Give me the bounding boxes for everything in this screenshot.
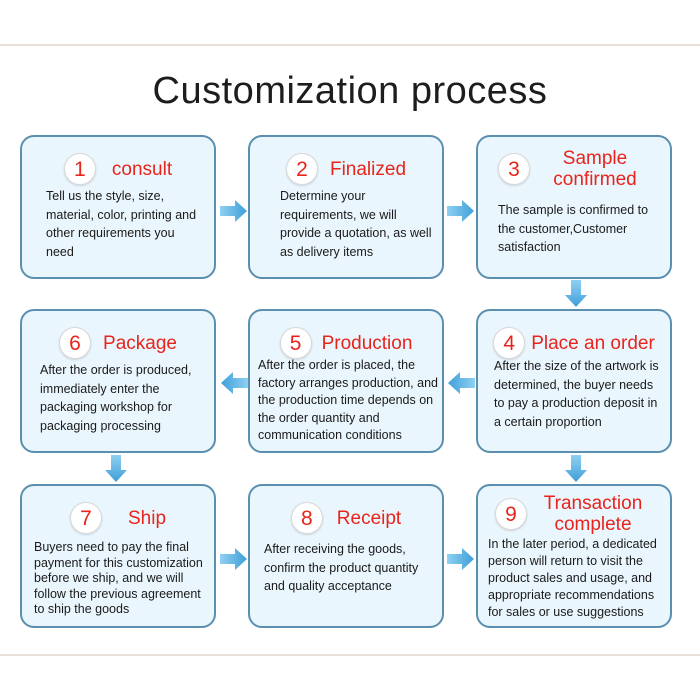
step-2-box: 2 Finalized Determine your requirements,… [248,135,444,279]
step-8-header: 8 Receipt [250,494,442,542]
arrow-down-icon [105,455,127,482]
step-7-header: 7 Ship [22,494,214,542]
step-9-number-badge: 9 [495,498,527,530]
step-9-box: 9 Transaction complete In the later peri… [476,484,672,628]
arrow-down-icon [565,455,587,482]
step-8-description: After receiving the goods, confirm the p… [264,542,419,593]
step-6-title: Package [103,332,177,354]
step-5-title: Production [321,332,413,354]
step-3-header: 3 Sample confirmed [478,145,670,193]
arrow-right-icon [220,548,247,570]
step-5-box: 5 Production After the order is placed, … [248,309,444,453]
step-7-description: Buyers need to pay the final payment for… [34,540,203,616]
step-2-title: Finalized [329,158,407,180]
step-5-description: After the order is placed, the factory a… [258,358,438,442]
step-8-box: 8 Receipt After receiving the goods, con… [248,484,444,628]
step-8-title: Receipt [336,507,402,529]
step-4-title: Place an order [531,332,655,354]
step-7-title: Ship [127,507,167,529]
step-3-number-badge: 3 [498,153,530,185]
step-3-description: The sample is confirmed to the customer,… [498,203,649,254]
arrow-left-icon [448,372,475,394]
arrow-left-icon [221,372,248,394]
step-4-number-badge: 4 [493,327,526,359]
step-8-number-badge: 8 [290,502,323,534]
step-7-number-badge: 7 [69,502,102,534]
step-3-title: Sample confirmed [553,148,637,190]
step-5-number-badge: 5 [279,327,312,359]
step-1-number-badge: 1 [63,153,96,185]
step-9-description: In the later period, a dedicated person … [488,537,657,619]
background-frame [0,44,700,656]
step-9-title: Transaction complete [543,493,643,535]
arrow-down-icon [565,280,587,307]
step-2-number-badge: 2 [285,153,318,185]
step-9-header: 9 Transaction complete [478,490,670,538]
step-3-box: 3 Sample confirmed The sample is confirm… [476,135,672,279]
step-4-description: After the size of the artwork is determi… [494,359,659,429]
step-2-header: 2 Finalized [250,145,442,193]
step-6-description: After the order is produced, immediately… [40,363,192,433]
step-6-number-badge: 6 [59,327,92,359]
arrow-right-icon [447,200,474,222]
step-7-box: 7 Ship Buyers need to pay the final paym… [20,484,216,628]
step-1-header: 1 consult [22,145,214,193]
step-1-title: consult [111,158,173,180]
step-2-description: Determine your requirements, we will pro… [280,189,432,259]
arrow-right-icon [220,200,247,222]
page-title: Customization process [152,70,548,112]
step-4-header: 4 Place an order [478,319,670,367]
step-6-box: 6 Package After the order is produced, i… [20,309,216,453]
step-5-header: 5 Production [250,319,442,367]
arrow-right-icon [447,548,474,570]
step-1-description: Tell us the style, size, material, color… [46,189,197,259]
step-1-box: 1 consult Tell us the style, size, mater… [20,135,216,279]
step-6-header: 6 Package [22,319,214,367]
step-4-box: 4 Place an order After the size of the a… [476,309,672,453]
